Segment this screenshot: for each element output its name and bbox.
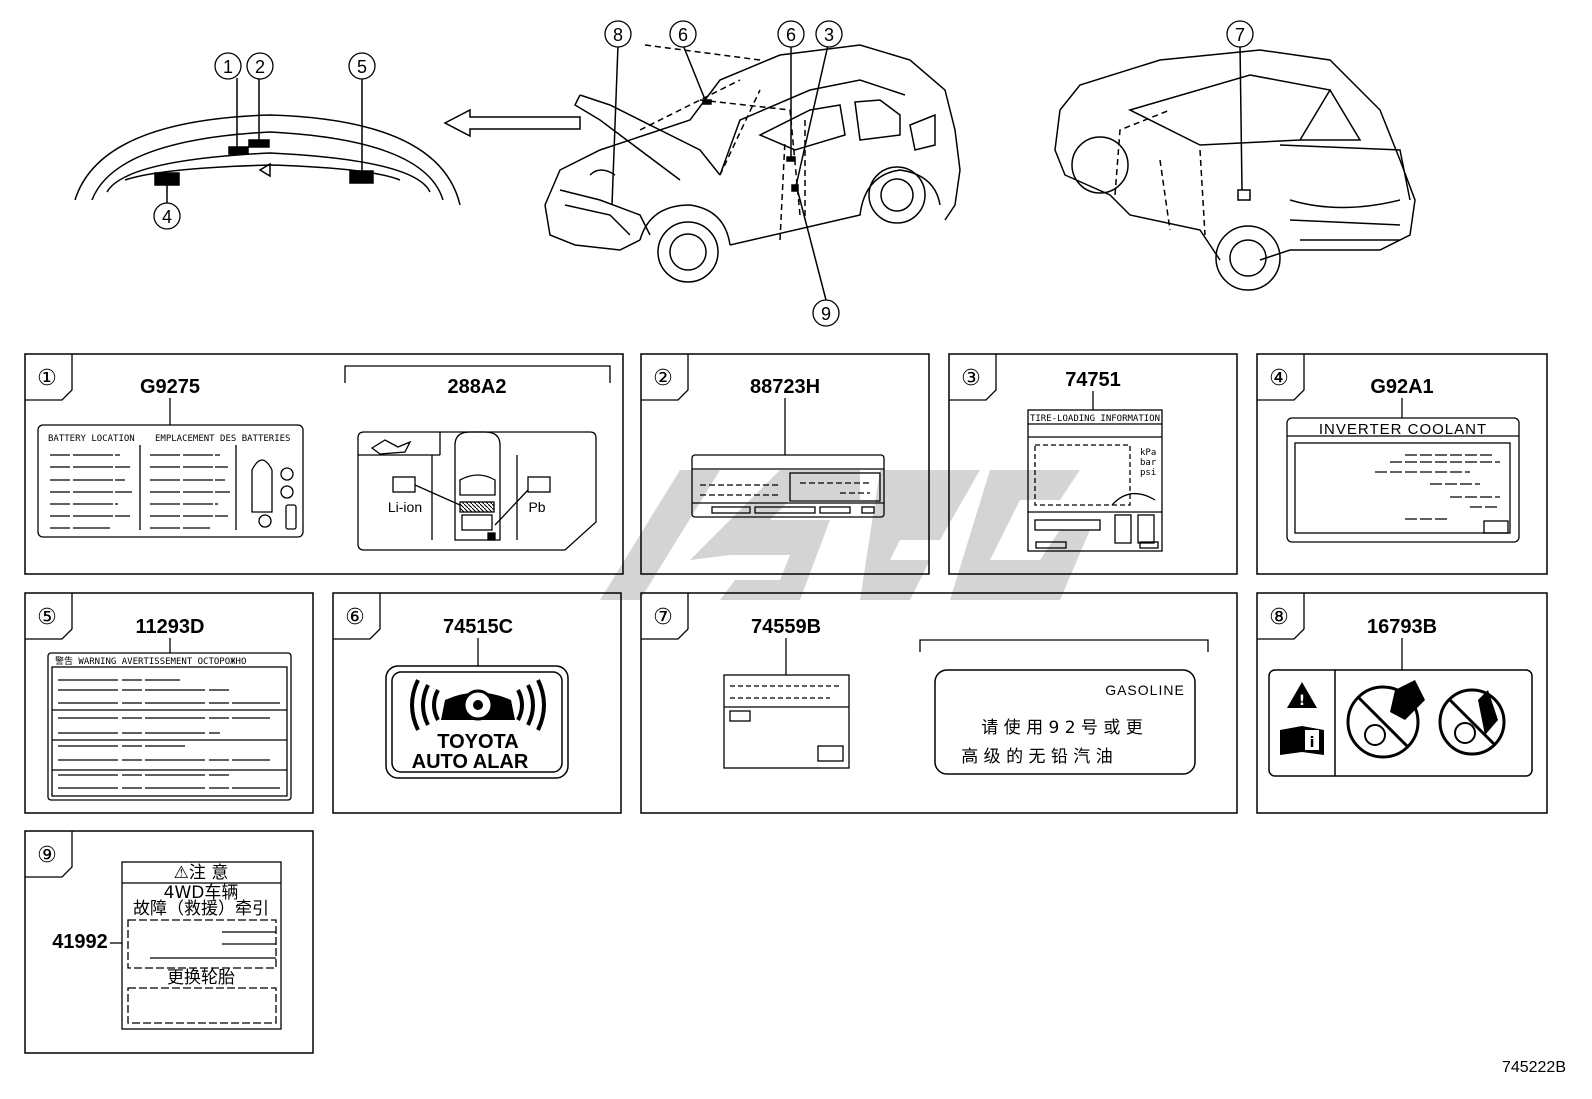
svg-text:9: 9	[821, 304, 831, 324]
panel-1-number: ①	[37, 366, 57, 391]
towing-line-3: 更换轮胎	[167, 968, 235, 988]
part-number-88723h: 88723H	[750, 376, 820, 398]
auto-alar-text: AUTO ALAR	[412, 751, 529, 773]
towing-line-2: 故障（救援）牵引	[133, 899, 269, 919]
callout-5: 5	[348, 52, 376, 80]
panel-9-number: ⑨	[37, 843, 57, 868]
toyota-text: TOYOTA	[437, 731, 518, 753]
panel-5-number: ⑤	[37, 605, 57, 630]
direction-arrow	[443, 108, 581, 138]
label-battery-location	[37, 424, 304, 538]
part-number-16793b: 16793B	[1367, 616, 1437, 638]
label-gasoline-small	[723, 674, 850, 769]
callout-1: 1	[214, 52, 242, 80]
label-warning-11293d	[47, 652, 292, 801]
part-number-41992: 41992	[52, 931, 108, 953]
svg-text:7: 7	[1235, 25, 1245, 45]
label-4wd-towing	[121, 861, 282, 1030]
part-number-g9275: G9275	[140, 376, 200, 398]
svg-text:6: 6	[786, 25, 796, 45]
gasoline-text: GASOLINE	[1105, 682, 1185, 698]
label-hood-warning: ! i	[1268, 669, 1533, 777]
pb-text: Pb	[528, 499, 545, 515]
inverter-coolant-title: INVERTER COOLANT	[1319, 421, 1487, 438]
label-auto-alarm	[385, 665, 569, 779]
callout-3-car: 3	[815, 20, 843, 48]
svg-text:i: i	[1310, 735, 1315, 751]
warning-triangle-icon	[1287, 682, 1317, 708]
unit-psi: psi	[1140, 468, 1156, 478]
car-rear-view	[1054, 44, 1416, 291]
caution-heading: ⚠注 意	[174, 863, 229, 883]
no-touch-fan-icon	[1438, 688, 1506, 756]
li-ion-text: Li-ion	[388, 499, 422, 515]
part-number-288a2: 288A2	[448, 376, 507, 398]
svg-text:1: 1	[223, 57, 233, 77]
label-88723h	[691, 454, 885, 518]
callout-2: 2	[246, 52, 274, 80]
callout-6b-car: 6	[777, 20, 805, 48]
battery-location-en: BATTERY LOCATION	[48, 434, 135, 444]
callout-7-car: 7	[1226, 20, 1254, 48]
car-front-view	[544, 44, 961, 301]
part-number-74515c: 74515C	[443, 616, 513, 638]
callout-8-car: 8	[604, 20, 632, 48]
panel-7-number: ⑦	[653, 605, 673, 630]
label-battery-types	[357, 431, 597, 551]
svg-text:4: 4	[162, 207, 172, 227]
svg-text:8: 8	[613, 25, 623, 45]
watermark-logo	[600, 470, 1090, 600]
part-number-11293d: 11293D	[136, 616, 205, 638]
warning-header: 警告 WARNING AVERTISSEMENT OCTOPOЖHO	[55, 655, 246, 667]
svg-text:6: 6	[678, 25, 688, 45]
windshield-overview	[74, 78, 461, 206]
part-number-74559b: 74559B	[751, 616, 821, 638]
part-number-g92a1: G92A1	[1370, 376, 1433, 398]
svg-text:3: 3	[824, 25, 834, 45]
unit-kpa: kPa	[1140, 448, 1156, 458]
panel-tabs	[25, 354, 1305, 878]
gasoline-cn-line-1: 请 使 用 9 2 号 或 更	[981, 717, 1142, 738]
battery-location-fr: EMPLACEMENT DES BATTERIES	[155, 434, 290, 444]
svg-text:2: 2	[255, 57, 265, 77]
panel-6-number: ⑥	[345, 605, 365, 630]
svg-text:!: !	[1299, 693, 1305, 709]
svg-text:5: 5	[357, 57, 367, 77]
label-tire-loading	[1027, 409, 1163, 552]
gasoline-cn-line-2: 高 级 的 无 铅 汽 油	[961, 747, 1112, 767]
panel-8-number: ⑧	[1269, 605, 1289, 630]
callout-9-car: 9	[812, 299, 840, 327]
unit-bar: bar	[1140, 458, 1157, 468]
callout-4: 4	[153, 202, 181, 230]
panel-3-number: ③	[961, 366, 981, 391]
panel-frames	[24, 353, 1548, 1054]
towing-line-1: 4WD车辆	[164, 883, 239, 903]
part-number-74751: 74751	[1065, 369, 1121, 391]
callout-6a-car: 6	[669, 20, 697, 48]
panel-4-number: ④	[1269, 366, 1289, 391]
label-gasoline-large	[934, 669, 1196, 775]
drawing-number: 745222B	[1502, 1059, 1566, 1076]
label-inverter-coolant	[1286, 417, 1520, 543]
tire-loading-header: TIRE-LOADING INFORMATION	[1030, 414, 1160, 424]
no-touch-hand-icon	[1346, 685, 1420, 759]
panel-2-number: ②	[653, 366, 673, 391]
